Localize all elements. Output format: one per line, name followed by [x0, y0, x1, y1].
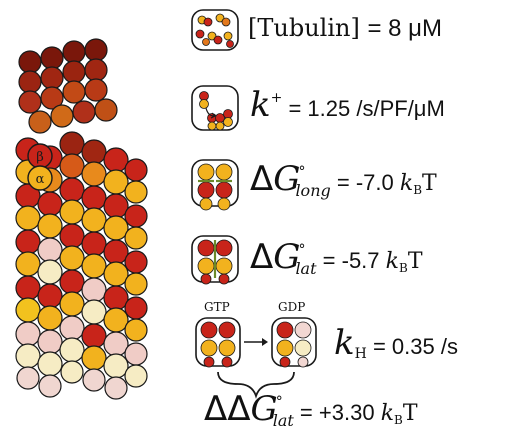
dg-long-kb: k — [399, 171, 414, 196]
dg-long-delta: Δ — [250, 159, 274, 199]
dg-long-symbol: G — [273, 159, 301, 199]
dg-long-value: = -7.0 — [336, 170, 394, 195]
longitudinal-bond-icon — [191, 159, 239, 211]
kplus-symbol: k — [250, 85, 271, 125]
dg-long-equation: ΔG°long = -7.0 kBT — [250, 162, 437, 199]
tubulin-concentration: [Tubulin] = 8 μM — [248, 16, 442, 41]
bracket-close: ] — [350, 14, 360, 42]
dg-lat-kb: k — [385, 249, 399, 274]
kh-sub: H — [354, 346, 367, 362]
hydrolysis-equation: kH = 0.35 /s — [334, 326, 458, 361]
ddg-lat-unit: T — [402, 401, 418, 426]
kplus-value: = 1.25 /s/PF/μM — [288, 96, 445, 121]
microtubule-lattice — [15, 131, 148, 400]
microtubule-protofilament-back — [18, 38, 118, 134]
gtp-label: GTP — [204, 300, 230, 314]
dg-long-unit: T — [422, 171, 437, 196]
dg-lat-delta: Δ — [250, 237, 274, 277]
dg-long-degree: ° — [298, 164, 306, 180]
dg-lat-symbol: G — [273, 237, 301, 277]
dg-long-kb-sub: B — [413, 183, 423, 197]
alpha-label: α — [36, 172, 45, 187]
tubulin-solution-icon — [191, 9, 239, 51]
dg-lat-kb-sub: B — [399, 261, 408, 275]
gdp-label: GDP — [278, 300, 306, 314]
tubulin-value: = 8 μM — [367, 15, 443, 42]
lateral-bond-icon — [191, 235, 239, 285]
dg-lat-sub: lat — [295, 259, 317, 278]
dg-lat-unit: T — [407, 249, 423, 274]
ddg-lat-kb: k — [380, 401, 395, 426]
dg-lat-value: = -5.7 — [322, 248, 380, 273]
highlighted-dimer — [27, 143, 53, 191]
kplus-sup: + — [270, 90, 283, 106]
kh-symbol: k — [334, 323, 355, 363]
ddg-lat-value: = +3.30 — [299, 400, 375, 425]
microtubule: β α — [15, 38, 148, 400]
ddg-lat-symbol: G — [250, 389, 278, 429]
kh-value: = 0.35 /s — [372, 334, 458, 359]
ddg-lat-equation: ΔΔG°lat = +3.30 kBT — [204, 392, 418, 429]
dg-lat-equation: ΔG°lat = -5.7 kBT — [250, 240, 423, 277]
ddg-lat-sub: lat — [272, 411, 294, 430]
dg-lat-degree: ° — [298, 242, 306, 258]
bracket-open: [ — [248, 14, 258, 42]
ddg-lat-degree: ° — [275, 394, 283, 410]
dg-long-sub: long — [295, 181, 331, 200]
on-rate-equation: k+ = 1.25 /s/PF/μM — [250, 88, 445, 122]
on-rate-icon — [191, 85, 239, 131]
hydrolysis-icon — [195, 317, 317, 399]
ddg-lat-kb-sub: B — [394, 413, 403, 427]
beta-label: β — [36, 150, 44, 165]
ddg-lat-delta: ΔΔ — [204, 389, 251, 429]
tubulin-name: Tubulin — [257, 14, 351, 42]
